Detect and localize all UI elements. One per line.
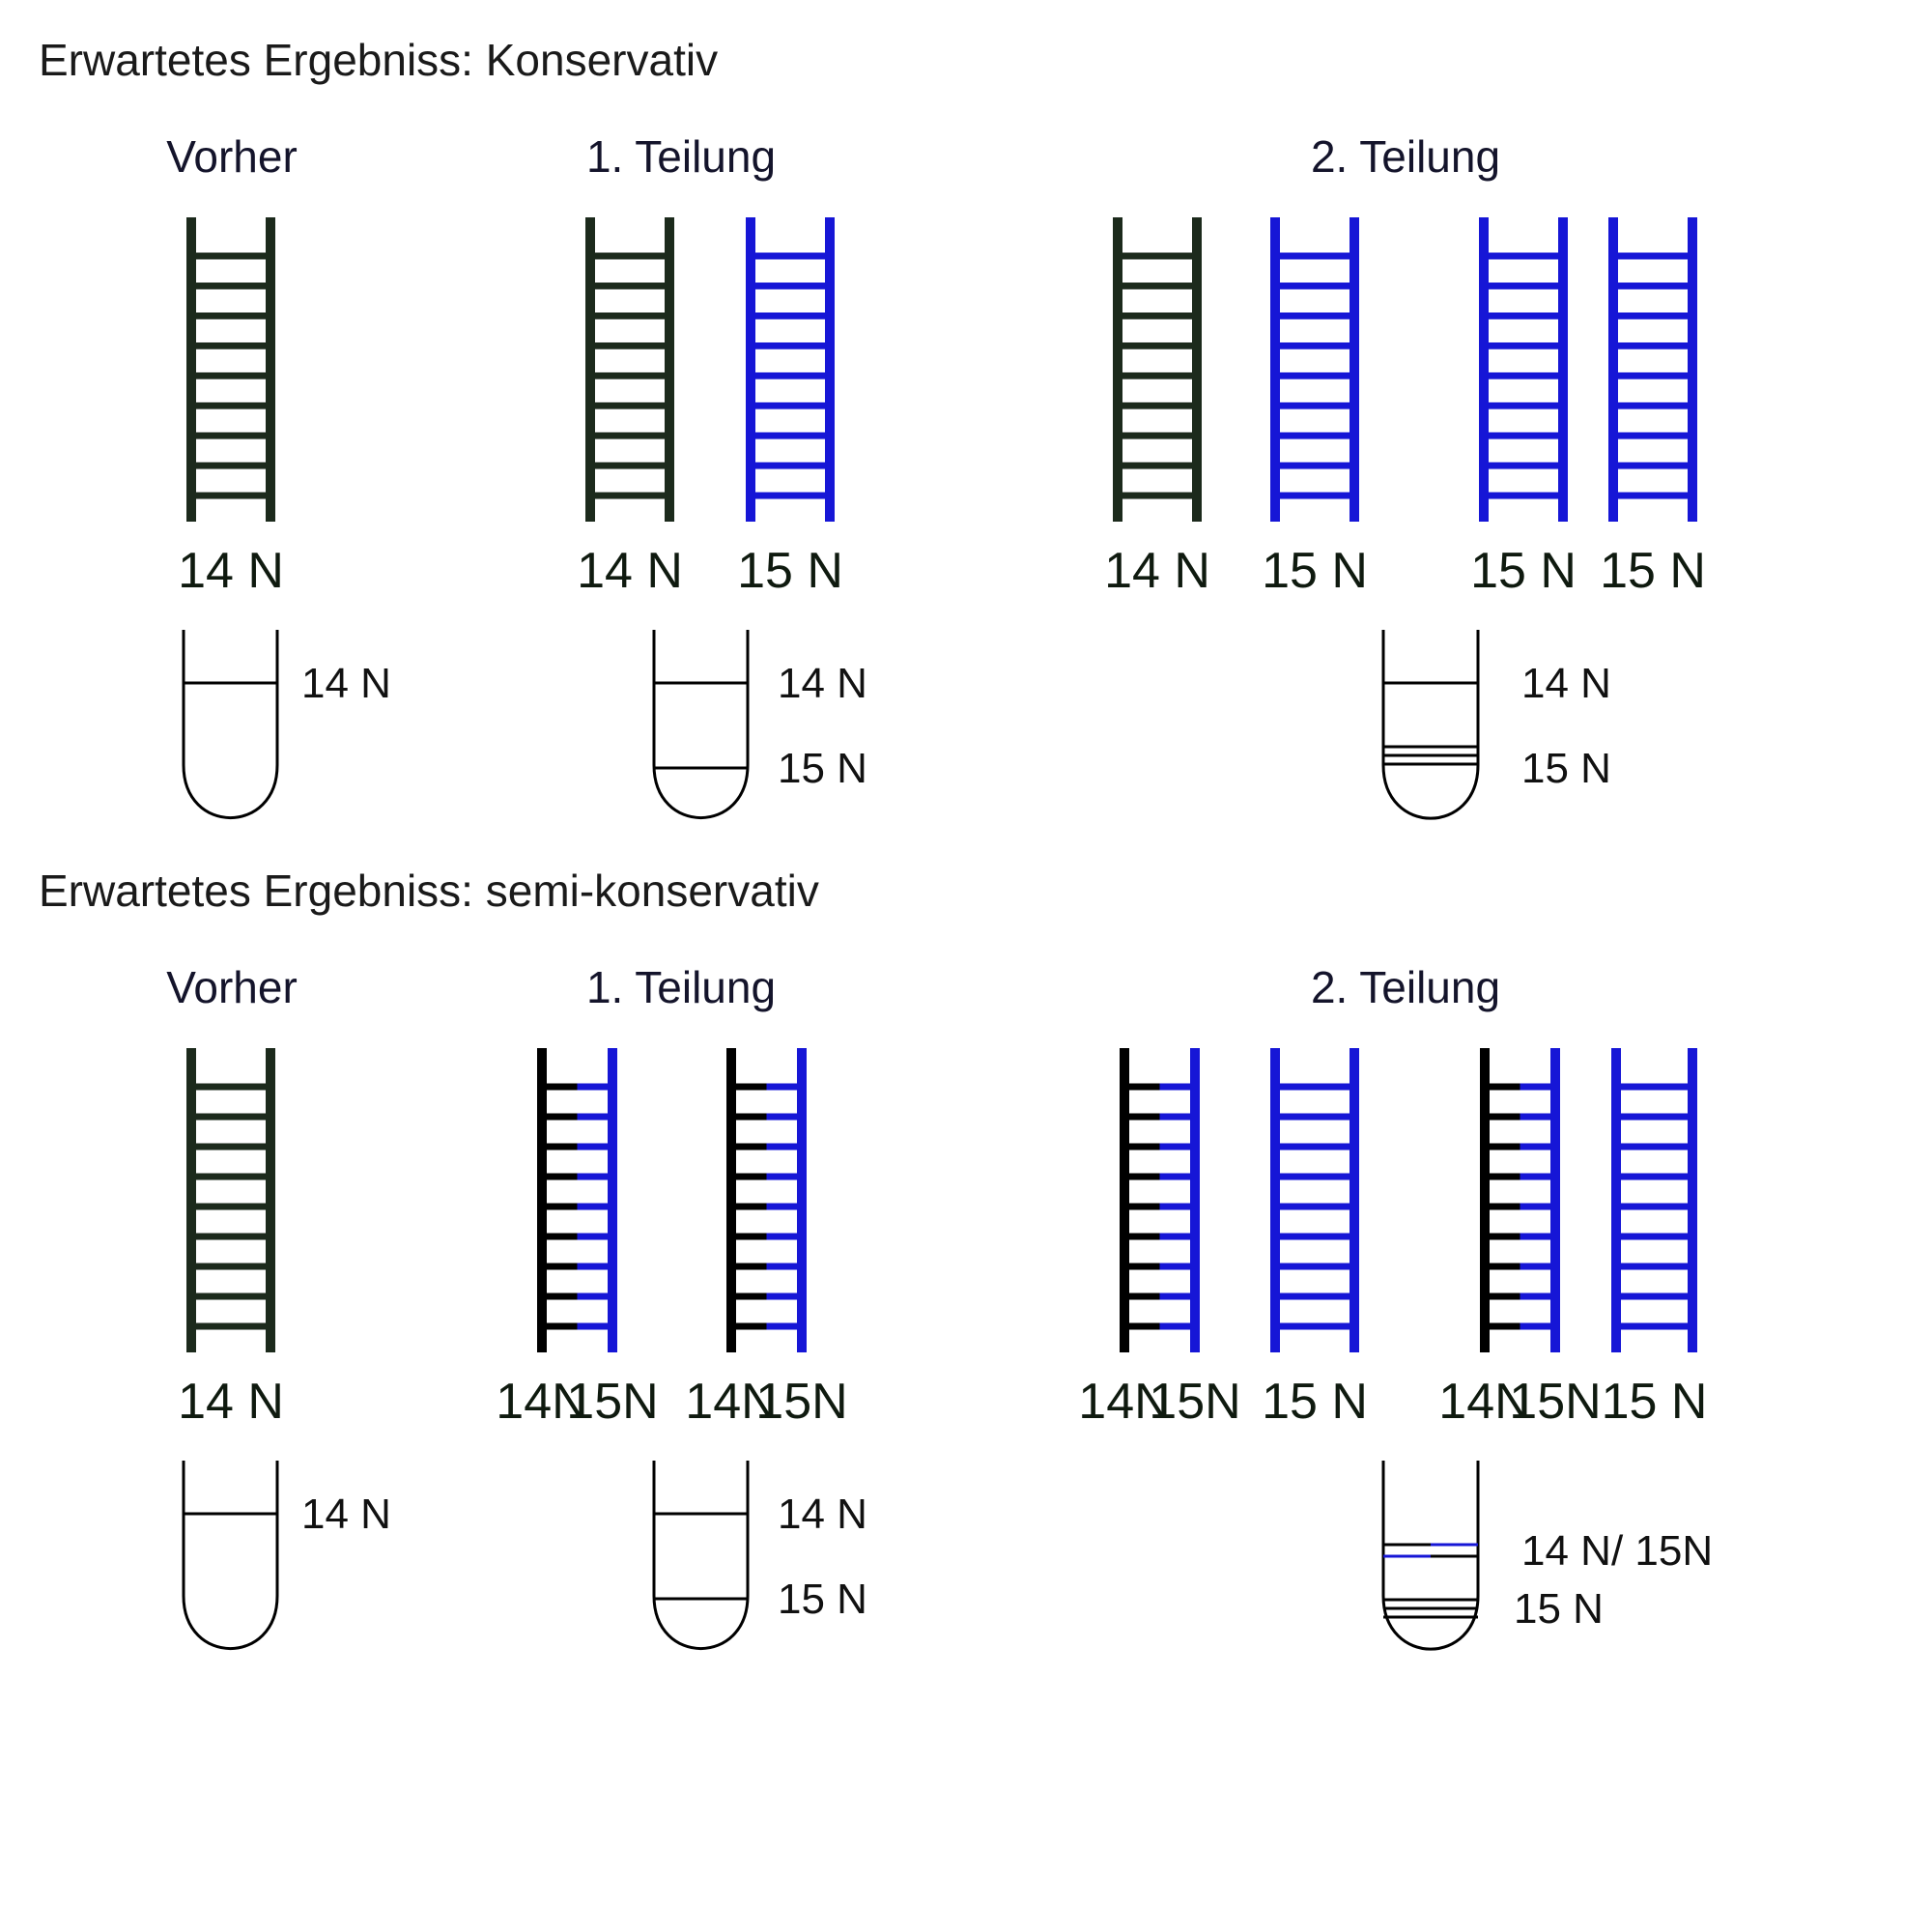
dna-ladder: 15 N (1602, 1048, 1708, 1430)
band-label: 15 N (778, 1576, 867, 1623)
dna-ladder: 15 N (1600, 217, 1706, 599)
isotope-label-right: 15N (566, 1374, 658, 1430)
dna-ladder: 14 N (178, 1048, 284, 1430)
column-title: Vorher (166, 131, 298, 182)
tube-outline (652, 630, 750, 820)
isotope-label-left: 14N (1078, 1374, 1170, 1430)
column-title: 1. Teilung (586, 962, 776, 1012)
test-tube: 14 N 15 N (652, 1461, 867, 1651)
isotope-label-left: 14N (1438, 1374, 1530, 1430)
test-tube: 14 N 15 N (652, 630, 867, 820)
isotope-label: 14 N (577, 543, 683, 599)
isotope-label: 15 N (1262, 543, 1368, 599)
tube-outline (1381, 630, 1480, 820)
band-label: 14 N (301, 1491, 391, 1538)
test-tube: 14 N 15 N (1381, 630, 1611, 820)
dna-ladder: 15 N (737, 217, 843, 599)
column-2: 2. Teilung 14 N 15 N 15 N 15 N 14 N 15 N (1104, 131, 1706, 820)
band-label: 14 N/ 15N (1521, 1527, 1713, 1575)
section-title: Erwartetes Ergebniss: Konservativ (39, 35, 718, 85)
tube-outline (1381, 1461, 1480, 1651)
isotope-label-left: 14N (496, 1374, 587, 1430)
dna-ladder: 14 N (178, 217, 284, 599)
isotope-label: 14 N (1104, 543, 1210, 599)
isotope-label: 15 N (737, 543, 843, 599)
column-1: 1. Teilung 14 N 15 N 14 N 15 N (577, 131, 867, 820)
column-title: 1. Teilung (586, 131, 776, 182)
isotope-label: 15 N (1262, 1374, 1368, 1430)
band-label: 14 N (301, 660, 391, 707)
tube-outline (652, 1461, 750, 1651)
isotope-label-right: 15N (1509, 1374, 1601, 1430)
band-label: 15 N (778, 745, 867, 792)
column-title: 2. Teilung (1311, 962, 1500, 1012)
section-semi-konservativ: Erwartetes Ergebniss: semi-konservativVo… (39, 866, 1713, 1651)
isotope-label-right: 15N (1149, 1374, 1240, 1430)
isotope-label-right: 15N (755, 1374, 847, 1430)
isotope-label-left: 14N (685, 1374, 777, 1430)
isotope-label: 15 N (1602, 1374, 1708, 1430)
band-label: 15 N (1514, 1585, 1604, 1633)
band-label: 14 N (1521, 660, 1611, 707)
dna-ladder: 14 N (577, 217, 683, 599)
test-tube: 14 N (182, 1461, 391, 1651)
isotope-label: 14 N (178, 543, 284, 599)
band-label: 15 N (1521, 745, 1611, 792)
column-0: Vorher 14 N 14 N (166, 962, 391, 1651)
isotope-label: 15 N (1600, 543, 1706, 599)
dna-ladder: 14 N (1104, 217, 1210, 599)
tube-outline (182, 630, 279, 820)
band-label: 14 N (778, 660, 867, 707)
tube-outline (182, 1461, 279, 1651)
dna-ladder: 15 N (1262, 217, 1368, 599)
band-label: 14 N (778, 1491, 867, 1538)
isotope-label: 14 N (178, 1374, 284, 1430)
column-title: 2. Teilung (1311, 131, 1500, 182)
dna-ladder: 15 N (1262, 1048, 1368, 1430)
test-tube: 14 N (182, 630, 391, 820)
column-0: Vorher 14 N 14 N (166, 131, 391, 820)
dna-ladder: 15 N (1470, 217, 1577, 599)
test-tube: 14 N/ 15N 15 N (1381, 1461, 1713, 1651)
column-title: Vorher (166, 962, 298, 1012)
section-title: Erwartetes Ergebniss: semi-konservativ (39, 866, 819, 916)
isotope-label: 15 N (1470, 543, 1577, 599)
